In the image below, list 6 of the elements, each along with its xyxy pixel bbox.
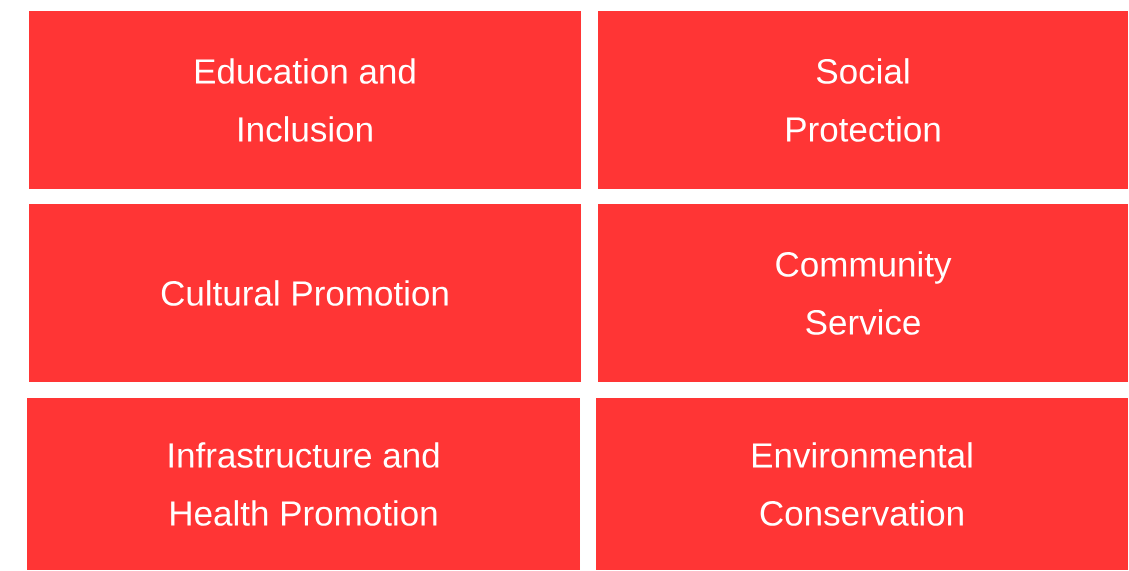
category-box: Infrastructure and Health Promotion: [27, 398, 580, 570]
category-box: Social Protection: [598, 11, 1128, 189]
category-box: Cultural Promotion: [29, 204, 581, 382]
category-box: Education and Inclusion: [29, 11, 581, 189]
category-box: Community Service: [598, 204, 1128, 382]
category-box: Environmental Conservation: [596, 398, 1128, 570]
